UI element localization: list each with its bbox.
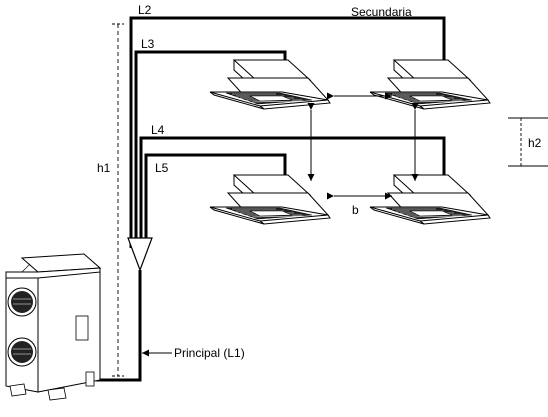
indoor-unit-1 xyxy=(209,59,331,110)
h1-dimension xyxy=(112,23,124,377)
label-main-pipe: Principal (L1) xyxy=(174,346,245,360)
main-pipe-l1 xyxy=(96,270,142,382)
h2-dimension xyxy=(508,117,548,167)
h1-label: h1 xyxy=(97,161,111,175)
branch-joint xyxy=(127,237,153,272)
label-l4: L4 xyxy=(151,123,165,137)
branch-pipe-l4 xyxy=(139,136,446,248)
label-l3: L3 xyxy=(141,37,155,51)
branch-pipe-l5 xyxy=(144,153,287,248)
indoor-unit-4 xyxy=(369,174,491,225)
indoor-unit-3 xyxy=(209,174,331,225)
indoor-unit-2 xyxy=(369,59,491,110)
outdoor-unit xyxy=(5,253,102,401)
h2-label: h2 xyxy=(528,136,542,150)
label-l5: L5 xyxy=(155,161,169,175)
branch-pipe-l2 xyxy=(129,16,446,248)
label-b: b xyxy=(352,203,359,217)
branch-pipe-l3 xyxy=(134,50,287,248)
label-l2: L2 xyxy=(138,3,152,17)
label-secondary: Secundaria xyxy=(351,5,412,19)
